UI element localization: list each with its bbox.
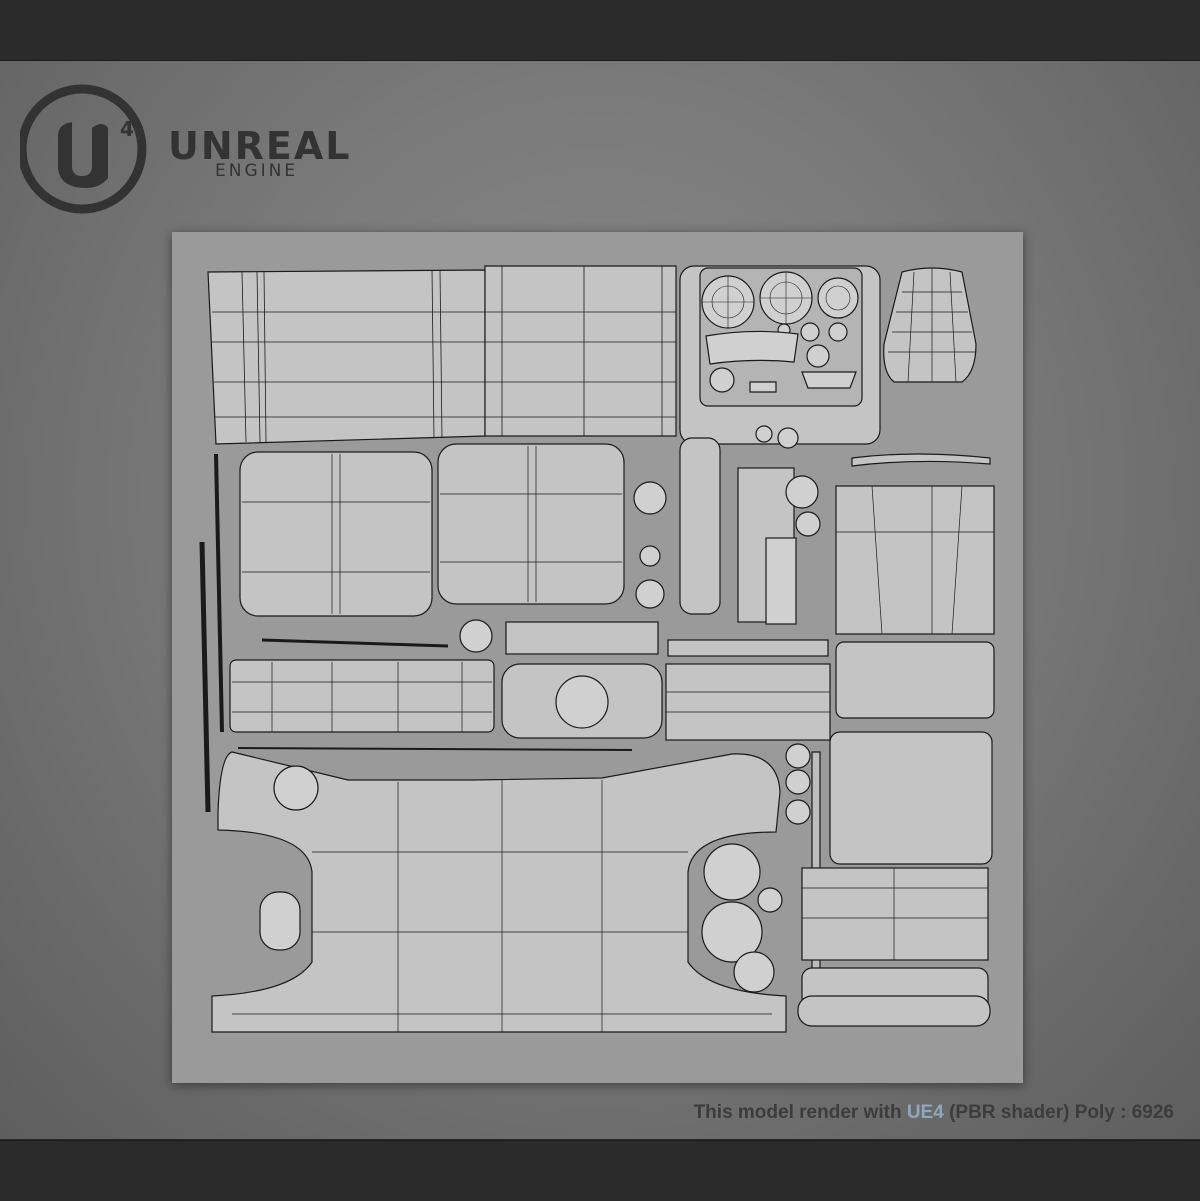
uv-island-seat-left	[239, 443, 625, 617]
svg-text:4: 4	[120, 117, 134, 141]
uv-island-dashboard	[679, 265, 881, 445]
brand-name: UNREAL	[168, 124, 352, 168]
render-caption: This model render with UE4 (PBR shader) …	[694, 1102, 1174, 1124]
unreal-engine-logo: 4	[17, 84, 380, 214]
uv-island-roof	[207, 265, 677, 445]
bottom-bar	[0, 1140, 1200, 1201]
caption-prefix: This model render with	[693, 1102, 907, 1123]
uv-island-small-parts	[459, 425, 821, 653]
uv-island-rails	[199, 453, 633, 813]
uv-island-right-lower	[785, 743, 991, 1027]
uv-island-right-upper	[829, 453, 995, 865]
poly-count: 6926	[1131, 1102, 1174, 1123]
caption-engine: UE4	[906, 1102, 944, 1123]
uv-island-floor	[211, 751, 787, 1033]
top-bar	[0, 0, 1200, 61]
uv-island-middle-strips	[229, 621, 831, 741]
uv-island-seat-top	[883, 267, 977, 383]
caption-middle: (PBR shader) Poly :	[943, 1102, 1132, 1123]
brand-subtitle: ENGINE	[215, 161, 299, 181]
uv-wireframe	[199, 265, 995, 1033]
uv-layout-sheet	[172, 232, 1023, 1083]
unreal-logo-mark-icon: 4	[17, 84, 147, 214]
